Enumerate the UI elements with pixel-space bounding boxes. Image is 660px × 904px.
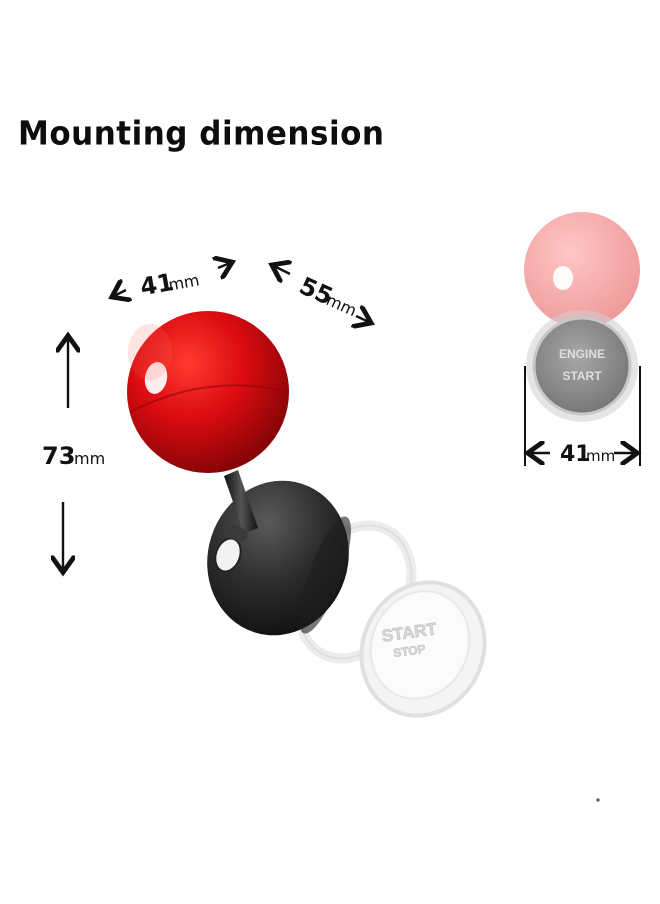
dim-value-width: 41: [138, 268, 176, 301]
cap-label-line2: STOP: [392, 642, 426, 660]
black-base: [207, 480, 351, 636]
dim-value-side: 41: [560, 442, 591, 467]
dim-unit-side: mm: [586, 447, 615, 465]
red-ball-knob: [127, 311, 289, 473]
button-label-line2: START: [562, 369, 602, 383]
engine-start-button: [532, 316, 632, 416]
page-title: Mounting dimension: [18, 115, 385, 153]
dimension-arrows: [63, 263, 369, 570]
dim-label-width: 41 mm: [138, 268, 201, 301]
dim-label-side: 41 mm: [560, 442, 615, 467]
button-label-line1: ENGINE: [559, 347, 605, 361]
dim-label-height: 73 mm: [42, 442, 105, 470]
dim-value-height: 73: [42, 442, 75, 470]
speck: [596, 798, 600, 802]
ghost-red-ball: [524, 212, 640, 328]
start-stop-cap: START STOP: [359, 580, 487, 718]
dim-label-depth: 55 mm: [295, 272, 359, 321]
knob-stem: [224, 470, 258, 541]
dim-unit-width: mm: [167, 270, 201, 294]
dim-unit-height: mm: [74, 449, 105, 468]
side-view: ENGINE START: [524, 212, 640, 466]
dim-unit-depth: mm: [323, 290, 359, 320]
